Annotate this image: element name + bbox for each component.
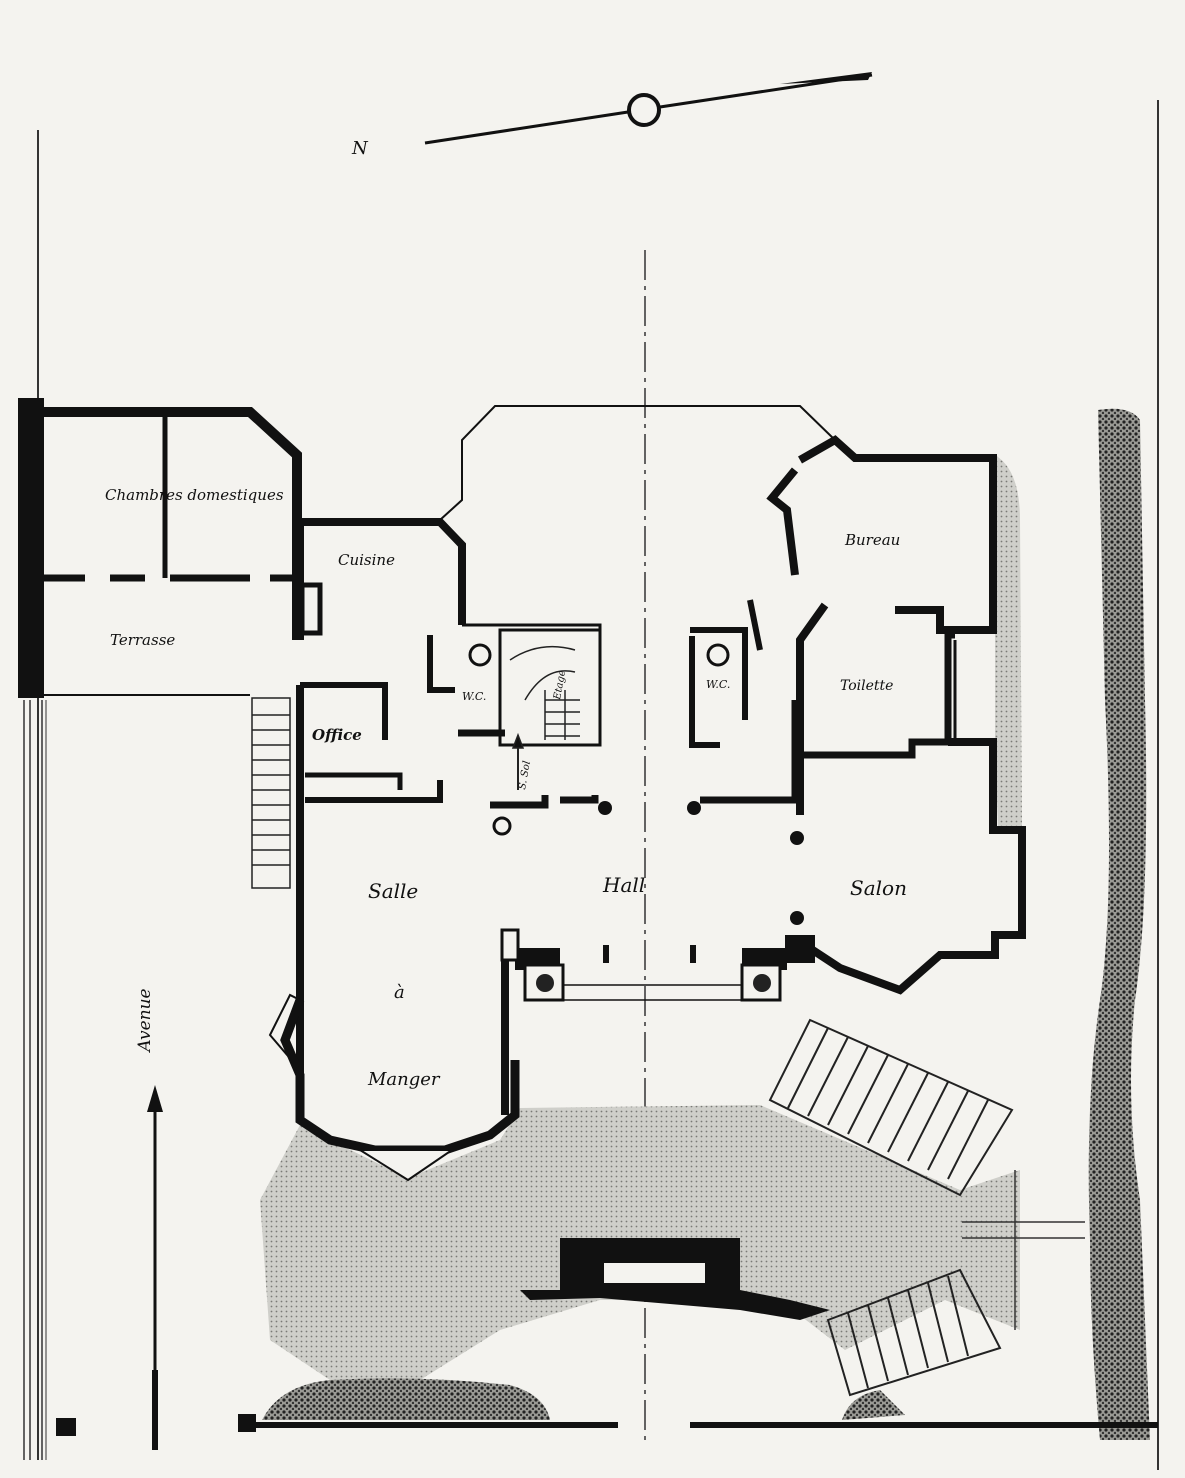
stair-label-sous-sol: S. Sol — [517, 760, 533, 790]
hedge-right — [1088, 408, 1150, 1440]
garden-stair-upper — [768, 1018, 1014, 1197]
label-office: Office — [312, 726, 362, 744]
street-label: Avenue — [135, 988, 155, 1053]
north-arrow-icon — [424, 72, 873, 145]
garden-stair-lower — [826, 1268, 1002, 1397]
porch-steps — [520, 1238, 830, 1320]
shrub-right-house — [995, 455, 1022, 830]
north-label: N — [351, 138, 369, 159]
stair-label-etage: Etage — [552, 669, 568, 701]
columns — [492, 801, 804, 925]
label-bureau: Bureau — [844, 531, 900, 549]
label-chambres-domestiques: Chambres domestiques — [105, 486, 284, 504]
label-toilette: Toilette — [840, 678, 893, 694]
bay-window — [356, 1149, 456, 1182]
label-manger: Manger — [367, 1069, 441, 1090]
walls-main-house — [280, 405, 1026, 1155]
shrubs-bottom-left — [262, 1378, 550, 1420]
label-wc-left: W.C. — [462, 690, 486, 703]
label-cuisine: Cuisine — [338, 551, 395, 569]
label-salle: Salle — [368, 879, 418, 903]
garden-path — [962, 1170, 1085, 1330]
label-salon: Salon — [850, 876, 907, 900]
label-wc-right: W.C. — [706, 678, 730, 691]
label-hall: Hall — [602, 873, 645, 897]
toilet-left-icon — [468, 643, 492, 667]
service-steps — [251, 697, 291, 889]
interior-stair — [509, 645, 580, 790]
label-a: à — [394, 982, 405, 1003]
side-window — [268, 993, 301, 1073]
hall-front — [500, 928, 815, 1002]
label-terrasse: Terrasse — [110, 631, 175, 649]
street-arrow-icon — [147, 1085, 163, 1440]
shrubs-bottom-right — [842, 1390, 905, 1420]
toilet-right-icon — [706, 643, 730, 667]
